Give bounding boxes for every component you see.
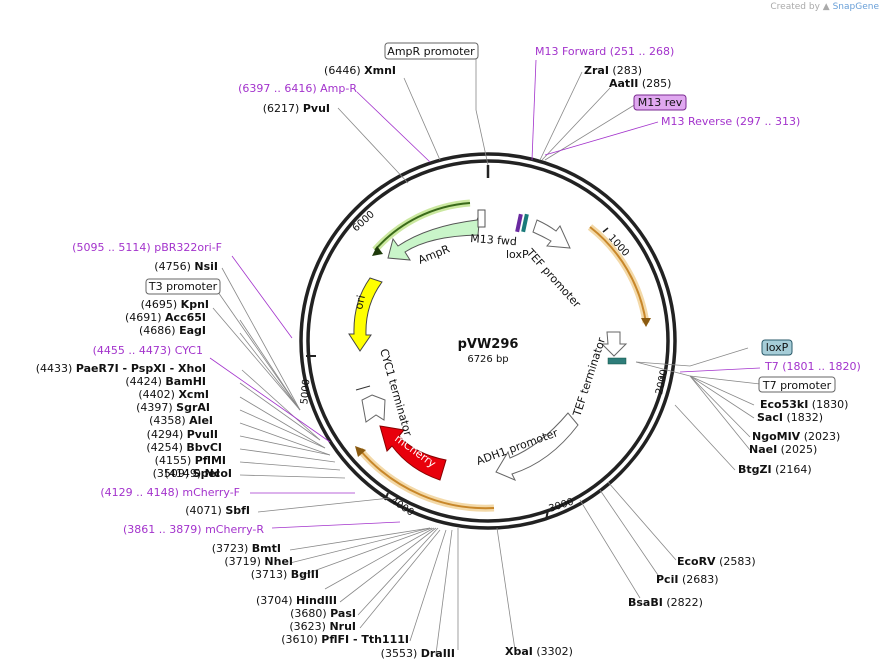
svg-text:loxP: loxP bbox=[766, 341, 789, 354]
site-label-zrai: ZraI (283) bbox=[584, 64, 642, 77]
left-site-labels: (6446) XmnI (6397 .. 6416) Amp-R (6217) Pv… bbox=[36, 64, 455, 660]
snapgene-logo-icon: ▲ bbox=[822, 2, 830, 12]
orange-arc-2 bbox=[355, 446, 495, 512]
t7-promoter-box: T7 promoter bbox=[758, 376, 836, 393]
site-label-ngomiv: NgoMIV (2023) bbox=[752, 430, 840, 443]
site-label-btgzi: BtgZI (2164) bbox=[738, 463, 812, 476]
site-label-m13-forward: M13 Forward (251 .. 268) bbox=[535, 45, 674, 58]
site-label-bbvci: (4254) BbvCI bbox=[146, 441, 222, 454]
site-label-spei: (3509) SpeI bbox=[153, 467, 220, 480]
plasmid-name: pVW296 bbox=[458, 337, 519, 352]
label-m13-fwd: M13 fwd bbox=[470, 232, 517, 248]
ampr-promoter-box: AmpR promoter bbox=[384, 42, 479, 60]
site-label-naei: NaeI (2025) bbox=[749, 443, 817, 456]
site-label-ecorv: EcoRV (2583) bbox=[677, 555, 756, 568]
site-label-xmni: (6446) XmnI bbox=[324, 64, 396, 77]
site-label-pcii: PciI (2683) bbox=[656, 573, 719, 586]
label-loxp-inner: loxP bbox=[506, 248, 529, 261]
site-label-eagi: (4686) EagI bbox=[139, 324, 206, 337]
site-label-xbai: XbaI (3302) bbox=[505, 645, 573, 658]
site-label-nhei: (3719) NheI bbox=[224, 555, 293, 568]
svg-text:M13 rev: M13 rev bbox=[638, 96, 683, 109]
t3-promoter-box: T3 promoter bbox=[145, 278, 221, 295]
loxp-box: loxP bbox=[761, 339, 793, 356]
snapgene-credit: Created by ▲ SnapGene bbox=[770, 2, 879, 12]
site-label-draiii: (3553) DraIII bbox=[381, 647, 455, 660]
site-label-mcherry-r: (3861 .. 3879) mCherry-R bbox=[123, 523, 264, 536]
site-label-pasi: (3680) PasI bbox=[290, 607, 356, 620]
label-ampr: AmpR bbox=[416, 242, 452, 266]
ori-feature[interactable] bbox=[348, 277, 383, 352]
site-label-pvuii: (4294) PvuII bbox=[147, 428, 218, 441]
tef-terminator-feature[interactable] bbox=[600, 331, 628, 365]
site-label-xcmi: (4402) XcmI bbox=[138, 388, 209, 401]
site-label-sbfi: (4071) SbfI bbox=[185, 504, 250, 517]
site-label-acc65i: (4691) Acc65I bbox=[125, 311, 206, 324]
mcherry-feature[interactable] bbox=[379, 425, 447, 481]
site-label-pflmi: (4155) PflMI bbox=[155, 454, 226, 467]
site-label-kpni: (4695) KpnI bbox=[141, 298, 209, 311]
credit-brand: SnapGene bbox=[832, 2, 879, 12]
site-label-saci: SacI (1832) bbox=[757, 411, 823, 424]
tick-2000: 2000 bbox=[654, 368, 670, 395]
site-label-pvui: (6217) PvuI bbox=[263, 102, 330, 115]
tick-5000: 5000 bbox=[299, 379, 312, 405]
m13-rev-box: M13 rev bbox=[633, 94, 687, 111]
plasmid-size: 6726 bp bbox=[467, 354, 508, 365]
credit-prefix: Created by bbox=[770, 2, 820, 12]
site-label-bamhi: (4424) BamHI bbox=[125, 375, 206, 388]
svg-text:AmpR promoter: AmpR promoter bbox=[387, 45, 475, 58]
svg-text:T7 promoter: T7 promoter bbox=[762, 379, 832, 392]
site-label-pbr322ori-f: (5095 .. 5114) pBR322ori-F bbox=[72, 241, 222, 254]
site-label-bsabi: BsaBI (2822) bbox=[628, 596, 703, 609]
loxp-m13-marks bbox=[515, 213, 529, 233]
site-label-paer7i-pspxi-xhoi: (4433) PaeR7I - PspXI - XhoI bbox=[36, 362, 206, 375]
leader-lines bbox=[212, 58, 761, 655]
site-label-cyc1: (4455 .. 4473) CYC1 bbox=[93, 344, 203, 357]
backbone-outer bbox=[299, 152, 677, 530]
site-label-ncoi: (4149) NcoI bbox=[165, 467, 232, 480]
site-label-aatii: AatII (285) bbox=[609, 77, 671, 90]
cyc1-terminator-feature[interactable] bbox=[355, 385, 386, 423]
backbone-inner bbox=[306, 159, 670, 523]
svg-text:T3 promoter: T3 promoter bbox=[148, 280, 218, 293]
orange-arc-1 bbox=[587, 224, 651, 327]
site-label-pflfi-tth111i: (3610) PflFI - Tth111I bbox=[281, 633, 409, 646]
site-label-nrui: (3623) NruI bbox=[289, 620, 356, 633]
site-label-eco53ki: Eco53kI (1830) bbox=[760, 398, 848, 411]
site-label-hindiii: (3704) HindIII bbox=[256, 594, 337, 607]
site-label-bmti: (3723) BmtI bbox=[212, 542, 281, 555]
site-label-alei: (4358) AleI bbox=[149, 414, 213, 427]
site-label-bglii: (3713) BglII bbox=[251, 568, 319, 581]
label-ori: ori bbox=[352, 294, 368, 311]
site-label-amp-r: (6397 .. 6416) Amp-R bbox=[238, 82, 357, 95]
tef-promoter-feature[interactable] bbox=[532, 219, 571, 249]
site-label-nsii: (4756) NsiI bbox=[154, 260, 218, 273]
right-site-labels: M13 Forward (251 .. 268) ZraI (283)AatII … bbox=[505, 45, 861, 658]
site-label-mcherry-f: (4129 .. 4148) mCherry-F bbox=[100, 486, 240, 499]
ampr-feature[interactable] bbox=[387, 209, 486, 261]
adh1-promoter-feature[interactable] bbox=[495, 412, 579, 481]
site-label-sgrai: (4397) SgrAI bbox=[136, 401, 210, 414]
primer-leader-lines bbox=[209, 59, 761, 529]
label-tef-terminator: TEF terminator bbox=[570, 336, 608, 419]
site-label-m13-reverse: M13 Reverse (297 .. 313) bbox=[661, 115, 800, 128]
label-tef-promoter: TEF promoter bbox=[523, 246, 584, 311]
label-cyc1-terminator: CYC1 terminator bbox=[377, 347, 415, 438]
ampr-arc bbox=[372, 199, 471, 256]
site-label-t7: T7 (1801 .. 1820) bbox=[764, 360, 861, 373]
